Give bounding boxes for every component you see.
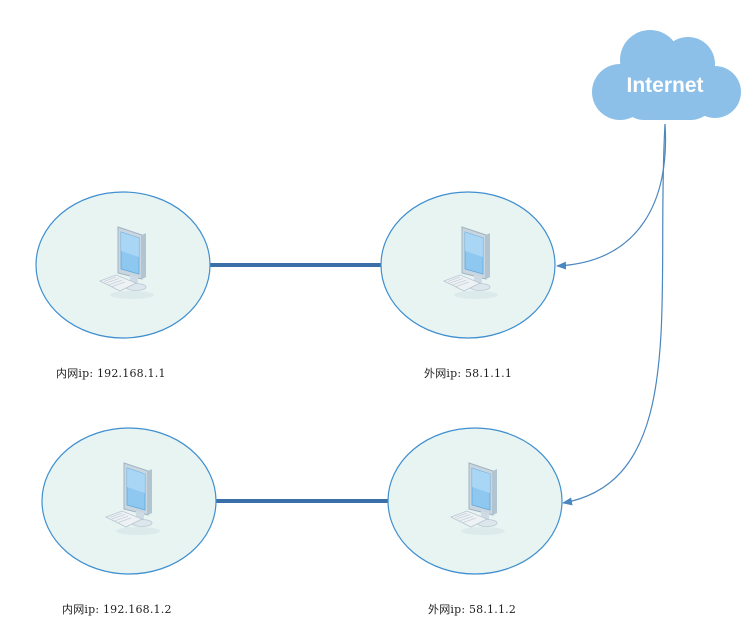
internet-cloud: Internet [592, 30, 741, 120]
arrow-internet-to-outer-2 [562, 123, 666, 506]
cloud-label: Internet [626, 74, 703, 97]
node-label-outer-1: 外网ip: 58.1.1.1 [424, 367, 513, 380]
node-label-inner-2: 内网ip: 192.168.1.2 [62, 603, 172, 616]
node-label-outer-2: 外网ip: 58.1.1.2 [428, 603, 517, 616]
node-label-inner-1: 内网ip: 192.168.1.1 [56, 367, 166, 380]
arrow-internet-to-outer-1 [556, 123, 667, 270]
